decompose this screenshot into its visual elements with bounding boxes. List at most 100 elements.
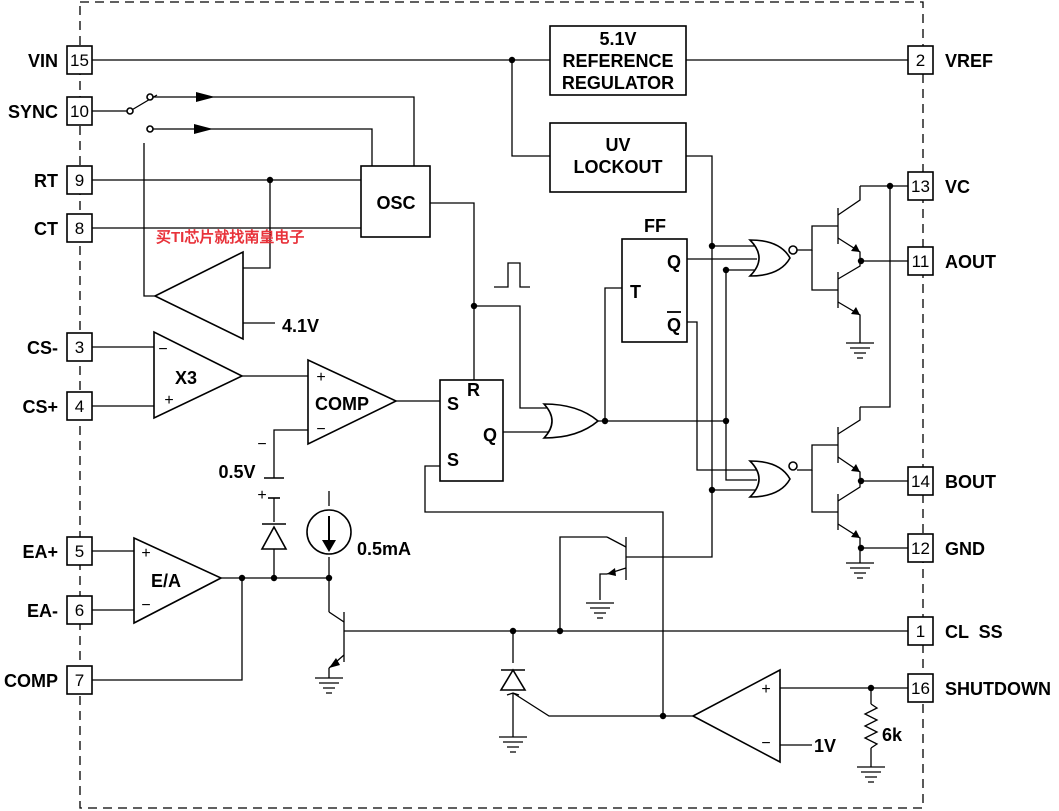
comp-label: COMP bbox=[315, 394, 369, 414]
ea-label: E/A bbox=[151, 571, 181, 591]
batt-plus: + bbox=[257, 487, 266, 504]
osc-block: OSC bbox=[360, 165, 431, 238]
pin-9: 9 RT bbox=[34, 165, 93, 195]
vref-line2: REFERENCE bbox=[562, 51, 673, 71]
pin-1: 1 CL SS bbox=[907, 616, 1003, 646]
pin-name: BOUT bbox=[945, 472, 996, 492]
pin-name: COMP bbox=[4, 671, 58, 691]
pin-name: VIN bbox=[28, 51, 58, 71]
pin-name: EA+ bbox=[22, 542, 58, 562]
pin-name: CT bbox=[34, 219, 58, 239]
pin-number: 13 bbox=[911, 177, 930, 196]
comp-plus: + bbox=[316, 369, 325, 386]
pin-number: 16 bbox=[911, 679, 930, 698]
pin-13: 13 VC bbox=[907, 171, 970, 201]
pin-number: 12 bbox=[911, 539, 930, 558]
nor-gate-b bbox=[748, 460, 798, 498]
pin-14: 14 BOUT bbox=[907, 466, 996, 496]
flip-flop-block: FF Q T Q bbox=[621, 216, 688, 343]
ff-qbar: Q bbox=[667, 315, 681, 335]
pin-5: 5 EA+ bbox=[22, 536, 93, 566]
comp-minus: − bbox=[316, 421, 325, 438]
pin-2: 2 VREF bbox=[907, 45, 993, 75]
label-05ma: 0.5mA bbox=[357, 539, 411, 559]
pin-name: RT bbox=[34, 171, 58, 191]
current-source: 0.5mA bbox=[306, 491, 411, 559]
pin-8: 8 CT bbox=[34, 213, 93, 243]
ff-t: T bbox=[630, 282, 641, 302]
latch-r: R bbox=[467, 380, 480, 400]
pin-number: 5 bbox=[75, 542, 84, 561]
pin-name: SHUTDOWN bbox=[945, 679, 1051, 699]
batt-minus: − bbox=[257, 436, 266, 453]
pin-name: CS+ bbox=[22, 397, 58, 417]
pin-name: VREF bbox=[945, 51, 993, 71]
vref-regulator-block: 5.1V REFERENCE REGULATOR bbox=[549, 25, 687, 96]
right-pins: 2 VREF 13 VC 11 AOUT 14 BOUT 12 GND 1 CL SS 16 SHUTDO… bbox=[907, 45, 1051, 703]
pin-name: EA- bbox=[27, 601, 58, 621]
label-41v: 4.1V bbox=[282, 316, 319, 336]
pin-12: 12 GND bbox=[907, 533, 985, 563]
shutdown-comparator: + − bbox=[691, 668, 781, 764]
battery-05v: − + 0.5V bbox=[218, 436, 284, 504]
latch-s2: S bbox=[447, 450, 459, 470]
pin-number: 6 bbox=[75, 601, 84, 620]
pin-15: 15 VIN bbox=[28, 45, 93, 75]
pin-name: CS- bbox=[27, 338, 58, 358]
zener-diode bbox=[260, 523, 288, 550]
vref-line1: 5.1V bbox=[599, 29, 636, 49]
shutdown-diode bbox=[499, 668, 527, 696]
ground-symbols bbox=[315, 340, 885, 783]
ramp-buffer-amp bbox=[153, 250, 244, 341]
x3-minus: − bbox=[158, 341, 167, 358]
nor-gate-a bbox=[748, 239, 798, 277]
uv-lockout-block: UV LOCKOUT bbox=[549, 122, 687, 193]
label-05v: 0.5V bbox=[218, 462, 255, 482]
uv-line2: LOCKOUT bbox=[574, 157, 663, 177]
sd-minus: − bbox=[761, 735, 770, 752]
latch-block: S R Q S bbox=[439, 379, 504, 482]
pin-number: 15 bbox=[70, 51, 89, 70]
ff-q: Q bbox=[667, 252, 681, 272]
pin-4: 4 CS+ bbox=[22, 391, 93, 421]
pin-name: SYNC bbox=[8, 102, 58, 122]
pulse-symbol bbox=[494, 262, 530, 288]
pin-6: 6 EA- bbox=[27, 595, 93, 625]
pin-name: VC bbox=[945, 177, 970, 197]
pin-number: 11 bbox=[912, 252, 930, 271]
pin-16: 16 SHUTDOWN bbox=[907, 673, 1051, 703]
pin-name: CL SS bbox=[945, 622, 1003, 642]
pin-name: AOUT bbox=[945, 252, 996, 272]
latch-s1: S bbox=[447, 394, 459, 414]
watermark-text: 买TI芯片就找南皇电子 bbox=[156, 228, 304, 246]
label-6k: 6k bbox=[882, 725, 903, 745]
uv-line1: UV bbox=[605, 135, 630, 155]
latch-q: Q bbox=[483, 425, 497, 445]
error-amplifier: E/A + − bbox=[133, 536, 223, 625]
pin-number: 8 bbox=[75, 219, 84, 238]
x3-amplifier: X3 − + bbox=[153, 330, 244, 420]
wires bbox=[92, 59, 908, 765]
ff-title: FF bbox=[644, 216, 666, 236]
sd-plus: + bbox=[761, 681, 770, 698]
x3-label: X3 bbox=[175, 368, 197, 388]
pin-11: 11 AOUT bbox=[907, 246, 996, 276]
pin-number: 10 bbox=[70, 102, 89, 121]
osc-label: OSC bbox=[376, 193, 415, 213]
label-1v: 1V bbox=[814, 736, 836, 756]
nor-gate-main bbox=[542, 403, 600, 439]
pin-number: 3 bbox=[75, 338, 84, 357]
ea-minus: − bbox=[141, 597, 150, 614]
pin-number: 4 bbox=[75, 397, 84, 416]
ea-plus: + bbox=[141, 545, 150, 562]
pin-number: 2 bbox=[916, 51, 925, 70]
pin-number: 1 bbox=[916, 622, 925, 641]
vref-line3: REGULATOR bbox=[562, 73, 674, 93]
pin-number: 9 bbox=[75, 171, 84, 190]
comp-comparator: COMP + − bbox=[307, 358, 398, 446]
pin-number: 14 bbox=[911, 472, 930, 491]
pin-name: GND bbox=[945, 539, 985, 559]
pin-10: 10 SYNC bbox=[8, 96, 93, 126]
